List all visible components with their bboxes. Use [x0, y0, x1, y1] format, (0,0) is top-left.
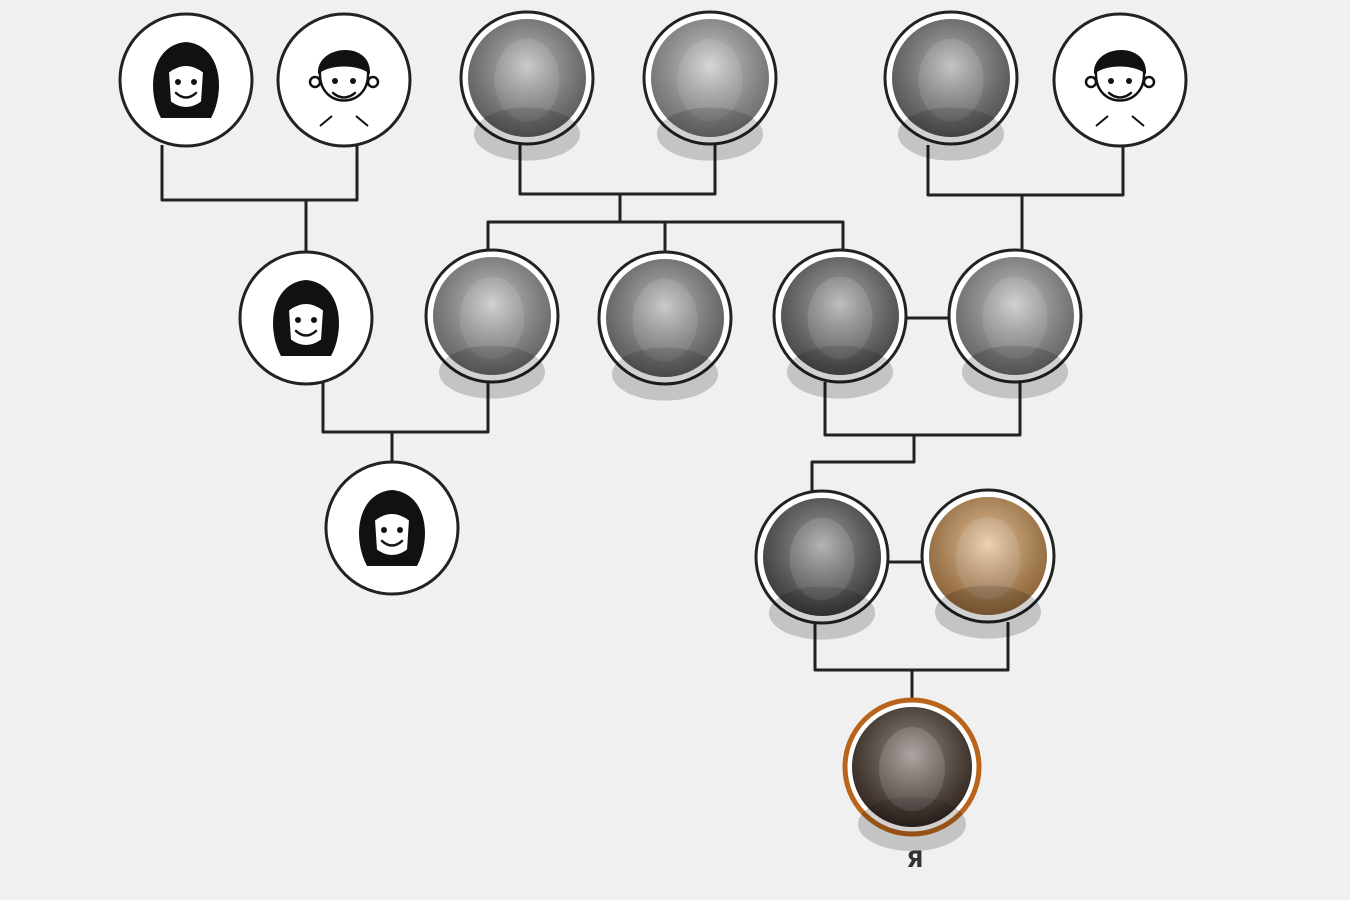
male-avatar-icon — [308, 49, 380, 127]
person-node-gen4-me[interactable] — [842, 697, 982, 851]
person-node-gen1-a-mother[interactable] — [118, 12, 254, 148]
portrait-photo — [606, 259, 724, 401]
person-node-gen2-son-1[interactable] — [424, 248, 560, 399]
person-node-gen1-c-grandfather[interactable] — [1052, 12, 1188, 148]
person-node-gen2-daughter[interactable] — [238, 250, 374, 386]
connector-line — [810, 435, 916, 494]
person-node-gen1-b-grandmother[interactable] — [459, 10, 595, 161]
portrait-photo — [892, 19, 1010, 161]
portrait-photo — [852, 707, 972, 851]
connector-line — [518, 145, 717, 196]
me-label: Я — [906, 848, 924, 873]
portrait-photo — [956, 257, 1074, 399]
person-node-gen2-daughter-2[interactable] — [597, 250, 733, 401]
portrait-photo — [468, 19, 586, 161]
female-avatar-icon — [273, 280, 339, 356]
portrait-photo — [651, 19, 769, 161]
person-node-gen2-spouse[interactable] — [947, 248, 1083, 399]
female-avatar-icon — [153, 42, 219, 118]
connector-line — [926, 145, 1125, 197]
person-node-gen2-son-2[interactable] — [772, 248, 908, 399]
person-node-gen1-b-grandfather[interactable] — [642, 10, 778, 161]
person-node-gen1-a-father[interactable] — [276, 12, 412, 148]
connector-line — [823, 382, 1022, 437]
person-node-gen3-cousin[interactable] — [324, 460, 460, 596]
portrait-photo — [433, 257, 551, 399]
person-node-gen3-father[interactable] — [920, 488, 1056, 639]
portrait-photo — [763, 498, 881, 640]
female-avatar-icon — [359, 490, 425, 566]
connector-line — [160, 145, 359, 202]
male-avatar-icon — [1084, 49, 1156, 127]
portrait-photo — [781, 257, 899, 399]
person-node-gen1-c-grandmother[interactable] — [883, 10, 1019, 161]
connector-line — [321, 382, 490, 434]
portrait-photo — [929, 497, 1047, 639]
person-node-gen3-mother[interactable] — [754, 489, 890, 640]
connector-lines — [160, 145, 1125, 700]
